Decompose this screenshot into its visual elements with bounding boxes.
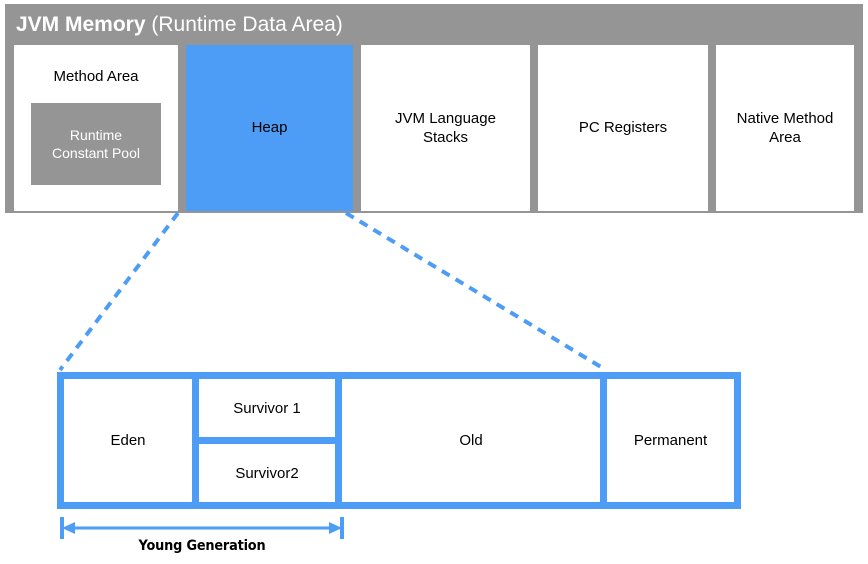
jvm-memory-regions: Method Area Runtime Constant Pool Heap J… [14,45,854,211]
young-generation-label: Young Generation [138,538,266,554]
region-pc-registers-label: PC Registers [578,119,668,137]
heap-divider-old-permanent [600,379,607,502]
region-native-method-area[interactable]: Native Method Area [716,45,854,211]
heap-survivors-group: Survivor 1 Survivor2 [199,379,335,502]
region-heap-label: Heap [251,119,288,137]
jvm-memory-title-regular: (Runtime Data Area) [145,13,343,36]
heap-cell-survivor-2[interactable]: Survivor2 [199,444,335,502]
heap-connector-right [344,211,608,372]
heap-connector-left [58,211,180,372]
region-jvm-language-stacks[interactable]: JVM Language Stacks [361,45,530,211]
jvm-memory-title: JVM Memory (Runtime Data Area) [16,8,343,42]
region-native-method-area-line1: Native Method [736,109,834,127]
region-native-method-area-line2: Area [769,129,801,146]
region-heap[interactable]: Heap [186,45,353,211]
heap-cell-old-label: Old [459,432,483,449]
heap-divider-survivors [199,437,335,444]
heap-cell-survivor-1[interactable]: Survivor 1 [199,379,335,437]
young-generation-arrow-icon [60,517,344,539]
region-jvm-language-stacks-line2: Stacks [422,129,468,146]
young-generation-measure: Young Generation [57,516,347,562]
region-jvm-language-stacks-line1: JVM Language [395,109,496,127]
runtime-constant-pool-line2: Constant Pool [52,145,140,162]
region-method-area-label: Method Area [53,68,139,85]
runtime-constant-pool-line1: Runtime [69,127,123,143]
heap-cell-eden-label: Eden [110,432,146,449]
heap-cell-permanent-label: Permanent [633,432,708,449]
region-pc-registers[interactable]: PC Registers [538,45,708,211]
heap-cell-permanent[interactable]: Permanent [607,379,734,502]
runtime-constant-pool-box[interactable]: Runtime Constant Pool [31,103,161,186]
region-method-area[interactable]: Method Area Runtime Constant Pool [14,45,178,211]
heap-cell-eden[interactable]: Eden [64,379,192,502]
jvm-memory-title-bold: JVM Memory [16,13,146,36]
heap-cell-old[interactable]: Old [342,379,600,502]
jvm-memory-container: JVM Memory (Runtime Data Area) Method Ar… [5,4,863,213]
heap-cell-survivor-2-label: Survivor2 [235,464,299,482]
heap-cell-survivor-1-label: Survivor 1 [233,399,301,417]
heap-divider-survivors-old [335,379,342,502]
heap-divider-eden-survivors [192,379,199,502]
heap-detail-container: Eden Survivor 1 Survivor2 Old Permanent [57,372,741,509]
